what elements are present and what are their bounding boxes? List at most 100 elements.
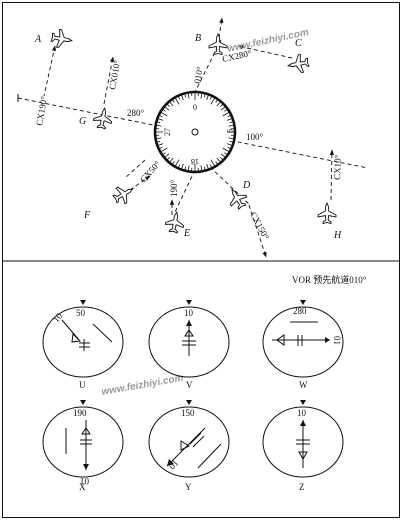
aircraft-g-icon: [91, 106, 115, 131]
instrument-w-dial: [262, 306, 344, 378]
compass-label-w: 27: [163, 128, 172, 136]
compass-tick: [206, 163, 209, 169]
compass-tick: [175, 159, 180, 166]
compass-tick: [216, 157, 221, 163]
aircraft-f-icon: [109, 180, 138, 208]
instrument-x-letter: X: [79, 482, 86, 492]
compass-tick: [169, 101, 174, 107]
instrument-u-needle: [92, 323, 113, 343]
compass-tick: [220, 157, 223, 160]
compass-tick: [161, 147, 168, 152]
compass-tick: [209, 164, 212, 168]
instrument-w-index-marker: [300, 300, 306, 305]
instrument-u-letter: U: [79, 380, 86, 390]
radial-190-line: [174, 169, 196, 213]
compass-tick: [200, 165, 203, 171]
aircraft-f-label: F: [83, 210, 91, 221]
radial-010-label: 010°: [192, 65, 205, 84]
instrument-v-index-marker: [186, 300, 192, 305]
compass-tick: [161, 112, 168, 117]
compass-tick: [224, 152, 228, 155]
compass-tick: [164, 153, 170, 158]
compass-tick: [184, 94, 187, 98]
instrument-y: 150 01 Y: [148, 400, 230, 492]
aircraft-c-label: C: [295, 38, 302, 49]
compass-tick: [181, 163, 184, 169]
compass-tick: [159, 146, 163, 149]
instrument-z-letter: Z: [299, 482, 305, 492]
vor-station-compass: 0 9 18 27: [153, 90, 237, 174]
aircraft-h-label: H: [333, 230, 342, 241]
compass-tick: [209, 96, 212, 100]
aircraft-h-icon: [317, 202, 337, 224]
aircraft-g-track: [103, 56, 115, 105]
instrument-z-to-from-flag: [298, 451, 308, 461]
compass-tick: [229, 140, 233, 143]
top-panel: A B C D E F G H CX190° CX010° CX280° CX1…: [17, 17, 369, 258]
aircraft-d-track: [248, 204, 267, 258]
compass-tick: [162, 152, 166, 155]
instrument-u-to-from-flag: [71, 332, 82, 343]
compass-tick: [210, 159, 215, 166]
instrument-v-letter: V: [186, 380, 193, 390]
instrument-w-letter: W: [299, 380, 308, 390]
compass-tick: [169, 157, 174, 163]
compass-tick: [184, 166, 187, 170]
instrument-u-side-value: 10: [51, 311, 65, 325]
compass-tick: [172, 99, 175, 103]
instrument-v-to-from-flag: [184, 329, 194, 337]
aircraft-g-label: G: [79, 116, 86, 127]
compass-tick: [164, 106, 170, 111]
instrument-z: 10 Z: [262, 400, 344, 492]
compass-tick: [162, 109, 166, 112]
compass-tick: [215, 161, 218, 165]
instrument-y-top-value: 150: [181, 408, 195, 418]
compass-tick: [226, 143, 232, 146]
aircraft-b-track: [218, 17, 224, 39]
compass-tick: [216, 101, 221, 107]
instrument-y-letter: Y: [185, 482, 192, 492]
radial-150-line: [209, 166, 251, 206]
cx150-label: CX150°: [248, 210, 271, 241]
instrument-y-needle: [197, 443, 222, 469]
compass-tick: [203, 166, 206, 170]
instrument-y-dial: [148, 406, 230, 478]
compass-tick: [156, 124, 162, 127]
compass-tick: [228, 137, 234, 140]
aircraft-h-track: [329, 149, 335, 201]
instrument-z-index-marker: [300, 400, 306, 405]
vor-station-center: [191, 128, 199, 136]
aircraft-a-icon: [49, 27, 74, 51]
instrument-w-side-value: 01: [332, 336, 342, 345]
aircraft-c-track: [237, 44, 293, 59]
compass-tick: [227, 146, 231, 149]
compass-tick: [178, 164, 181, 168]
compass-tick: [175, 98, 180, 105]
instrument-x-dial: [42, 406, 124, 478]
instrument-x-bottom-value: 01: [80, 476, 89, 486]
compass-tick: [210, 98, 215, 105]
instrument-v-dial: [148, 306, 230, 378]
instrument-x-top-value: 190: [73, 408, 87, 418]
compass-label-s: 18: [191, 157, 199, 166]
compass-ticks: [156, 93, 234, 171]
compass-tick: [157, 121, 161, 124]
watermark-bottom: www.feizhiyi.com: [101, 373, 185, 398]
compass-tick: [181, 95, 184, 101]
cx190-label: CX190°: [34, 95, 49, 126]
instrument-u: 50 10 U: [42, 300, 124, 390]
compass-tick: [220, 104, 223, 107]
instrument-w-top-value: 280: [293, 306, 307, 316]
compass-tick: [224, 109, 228, 112]
compass-tick: [215, 99, 218, 103]
instrument-x: 190 01 X: [42, 400, 124, 492]
compass-tick: [220, 106, 226, 111]
compass-tick: [203, 94, 206, 98]
compass-label-n: 0: [193, 103, 197, 112]
compass-tick: [187, 165, 190, 171]
compass-tick: [229, 121, 233, 124]
compass-tick: [172, 161, 175, 165]
instrument-u-index-marker: [80, 300, 86, 305]
compass-label-e: 9: [225, 129, 234, 133]
